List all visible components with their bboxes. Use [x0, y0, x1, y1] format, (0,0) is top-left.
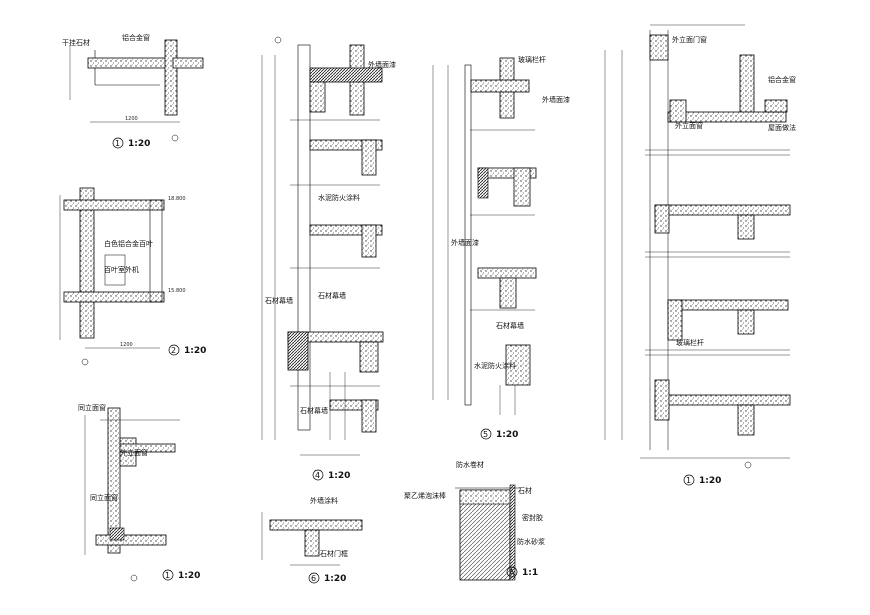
detail-4-label-d: 石材幕墙 — [265, 296, 293, 305]
detail-6-scale: 1:20 — [324, 574, 346, 584]
detail-a-label-a: 防水卷材 — [456, 460, 484, 469]
detail-4-label-e: 石材幕墙 — [300, 406, 328, 415]
detail-2-scale: 1:20 — [184, 346, 206, 356]
svg-text:铝合金窗: 铝合金窗 — [122, 33, 150, 42]
detail-1-scale: 1:20 — [128, 139, 150, 149]
detail-5-number: 5 — [483, 430, 488, 439]
detail-3-scale: 1:20 — [178, 571, 200, 581]
detail-3-number: 1 — [165, 571, 170, 580]
svg-text:15.800: 15.800 — [168, 288, 186, 294]
detail-a-label-b: 石材 — [518, 486, 532, 495]
detail-7-label-d: 屋面做法 — [768, 123, 796, 132]
detail-7-label-c: 外立面窗 — [675, 121, 703, 130]
svg-text:1200: 1200 — [125, 116, 138, 122]
detail-6: 外墙涂料 石材门框 6 1:20 — [261, 496, 363, 584]
detail-3: 同立面窗 外立面窗 同立面窗 1 1:20 — [78, 403, 200, 582]
detail-a-scale: 1:1 — [522, 568, 538, 578]
detail-a-label-c: 密封胶 — [522, 513, 543, 522]
detail-7-number: 1 — [686, 476, 691, 485]
detail-1-marker — [112, 137, 124, 149]
detail-6-number: 6 — [311, 574, 316, 583]
detail-a-label-d: 聚乙烯泡沫棒 — [404, 491, 446, 500]
detail-a-label-e: 防水砂浆 — [517, 537, 545, 546]
detail-2-marker — [168, 344, 180, 356]
detail-6-label-a: 外墙涂料 — [310, 496, 338, 505]
detail-7-label-b: 铝合金窗 — [768, 75, 796, 84]
detail-3-label-a: 同立面窗 — [78, 403, 106, 412]
detail-5-label-b: 外墙面漆 — [542, 95, 570, 104]
detail-5-label-d: 石材幕墙 — [496, 321, 524, 330]
detail-6-label-b: 石材门框 — [320, 549, 348, 558]
detail-6-marker — [308, 572, 320, 584]
detail-3-marker — [162, 569, 174, 581]
detail-4: 外墙面漆 水泥防火涂料 石材幕墙 石材幕墙 石材幕墙 4 1:20 — [261, 36, 396, 481]
detail-2: 1200 白色铝合金百叶 百叶室外机 18.800 15.800 2 1:20 — [59, 187, 206, 366]
detail-4-label-a: 外墙面漆 — [368, 60, 396, 69]
detail-7: 外立面门窗 铝合金窗 外立面窗 屋面做法 玻璃栏杆 1 1:20 — [604, 24, 796, 486]
svg-text:1200: 1200 — [120, 342, 133, 348]
detail-2-label-b: 百叶室外机 — [104, 265, 139, 274]
detail-7-marker — [683, 474, 695, 486]
detail-a: 防水卷材 石材 密封胶 聚乙烯泡沫棒 防水砂浆 A 1:1 — [404, 460, 545, 581]
detail-2-number: 2 — [171, 346, 176, 355]
detail-7-label-a: 外立面门窗 — [672, 35, 707, 44]
detail-3-label-c: 同立面窗 — [90, 493, 118, 502]
detail-1: 1200 干挂石材 铝合金窗 1 1:20 — [62, 33, 204, 149]
detail-4-number: 4 — [315, 471, 320, 480]
detail-a-marker — [506, 566, 518, 578]
svg-text:18.800: 18.800 — [168, 196, 186, 202]
detail-7-label-e: 玻璃栏杆 — [676, 338, 704, 347]
detail-3-label-b: 外立面窗 — [120, 448, 148, 457]
detail-4-marker — [312, 469, 324, 481]
detail-1-label: 干挂石材 — [62, 38, 90, 47]
detail-5-label-a: 玻璃栏杆 — [518, 55, 546, 64]
detail-5-label-e: 水泥防火涂料 — [474, 361, 516, 370]
detail-1-number: 1 — [115, 139, 120, 148]
detail-4-label-b: 水泥防火涂料 — [318, 193, 360, 202]
detail-5-scale: 1:20 — [496, 430, 518, 440]
detail-5-label-c: 外墙面漆 — [451, 238, 479, 247]
detail-a-number: A — [509, 568, 515, 577]
detail-2-label-a: 白色铝合金百叶 — [104, 239, 153, 248]
detail-4-label-c: 石材幕墙 — [318, 291, 346, 300]
detail-5: 玻璃栏杆 外墙面漆 外墙面漆 石材幕墙 水泥防火涂料 5 1:20 — [432, 55, 570, 440]
detail-4-scale: 1:20 — [328, 471, 350, 481]
detail-5-marker — [480, 428, 492, 440]
detail-7-scale: 1:20 — [699, 476, 721, 486]
